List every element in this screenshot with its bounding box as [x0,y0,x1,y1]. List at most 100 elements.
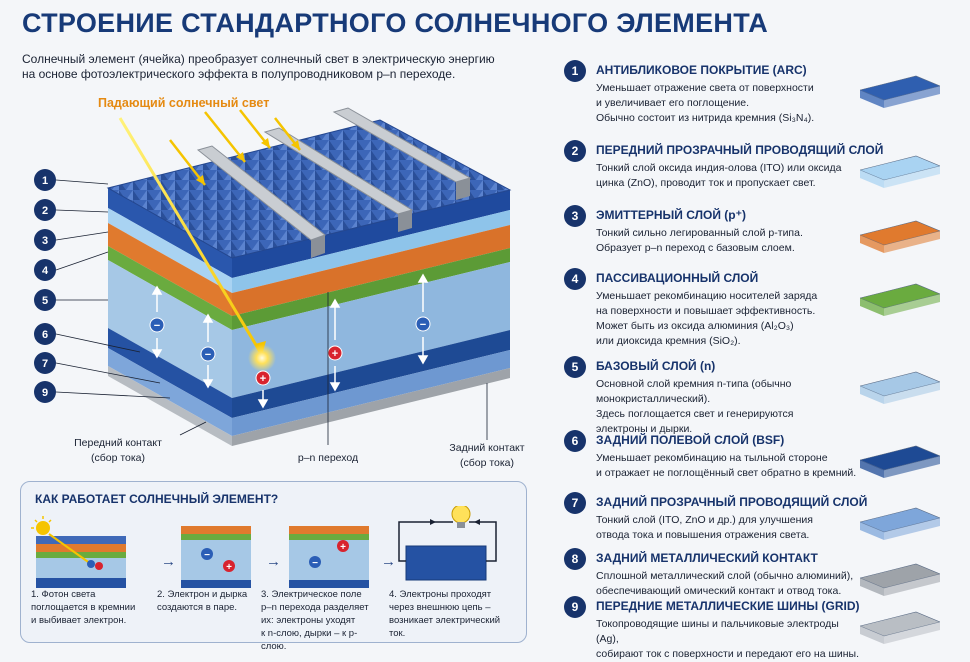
layer-badge-number: 4 [42,265,49,277]
legend-description-line: Обычно состоит из нитрида кремния (Si₃N₄… [596,112,815,124]
pn-junction-label: p–n переход [298,452,358,464]
how-step-line: поглощается в кремнии [31,602,136,613]
legend-title: ПЕРЕДНИЙ ПРОЗРАЧНЫЙ ПРОВОДЯЩИЙ СЛОЙ [596,143,884,157]
legend-description-line: Образует p–n переход с базовым слоем. [596,242,795,254]
legend-description-line: на поверхности и повышает эффективность. [596,305,816,317]
legend-layer-swatch [860,507,940,540]
legend-number-badge: 8 [564,548,586,570]
step-4-illustration [398,506,497,581]
legend-description-line: электроны и дырки. [596,423,693,435]
how-step-line: p–n перехода разделяет [261,602,369,613]
layer-badge [34,229,56,251]
legend-description: Уменьшает отражение света от поверхности… [596,81,861,126]
how-it-works-title: КАК РАБОТАЕТ СОЛНЕЧНЫЙ ЭЛЕМЕНТ? [35,492,279,506]
legend-title: ЗАДНИЙ ПРОЗРАЧНЫЙ ПРОВОДЯЩИЙ СЛОЙ [596,495,868,509]
how-step-text: 3. Электрическое поле p–n перехода раздел… [261,588,376,653]
layer-badge-number: 5 [42,295,48,307]
legend-layer-swatch [860,75,940,108]
legend-number-badge: 9 [564,596,586,618]
sunlight-label: Падающий солнечный свет [98,96,269,110]
hole-symbol: + [340,542,346,553]
legend-description-line: и отражает не поглощённый свет обратно в… [596,467,857,479]
how-step-line: 1. Фотон света [31,589,96,600]
legend-description-line: Сплошной металлический слой (обычно алюм… [596,570,854,582]
legend-title: ПЕРЕДНИЕ МЕТАЛЛИЧЕСКИЕ ШИНЫ (GRID) [596,599,860,613]
front-contact-label: Передний контакт [74,437,162,449]
legend-description: Тонкий слой (ITO, ZnO и др.) для улучшен… [596,513,861,543]
block-right-side [232,190,510,446]
legend-title: ЗАДНИЙ ПОЛЕВОЙ СЛОЙ (BSF) [596,433,785,447]
layer-badge-number: 7 [42,358,48,370]
legend-description-line: Уменьшает рекомбинацию носителей заряда [596,290,818,302]
legend-description-line: цинка (ZnO), проводит ток и пропускает с… [596,177,816,189]
legend-number-badge: 4 [564,268,586,290]
legend-description-line: Тонкий сильно легированный слой p-типа. [596,227,803,239]
how-step-line: возникает электрический ток. [389,615,501,639]
legend-description-line: Уменьшает отражение света от поверхности [596,82,814,94]
how-step-line: их: электроны уходят [261,615,356,626]
legend-title: АНТИБЛИКОВОЕ ПОКРЫТИЕ (ARC) [596,63,807,77]
layer-badge-number: 9 [42,387,48,399]
sunlight-beams [118,109,301,372]
legend-title: ПАССИВАЦИОННЫЙ СЛОЙ [596,271,759,285]
legend-layer-swatch [860,220,940,253]
block-front-side [108,188,232,446]
hole-symbol: + [260,373,266,385]
legend-title: ЭМИТТЕРНЫЙ СЛОЙ (p⁺) [596,208,746,222]
how-step-line: 4. Электроны проходят [389,589,492,600]
front-contact-sublabel: (сбор тока) [91,452,145,464]
layer-badge-number: 2 [42,205,48,217]
electron-symbol: − [312,558,318,569]
layer-badge [34,199,56,221]
electron-symbol: − [154,320,160,332]
layer-badge [34,289,56,311]
legend-description-line: Тонкий слой (ITO, ZnO и др.) для улучшен… [596,514,813,526]
legend-description-line: и увеличивает его поглощение. [596,97,750,109]
legend-number-badge: 1 [564,60,586,82]
how-it-works-illustrations: → − + → − + → [31,506,497,588]
page-title: СТРОЕНИЕ СТАНДАРТНОГО СОЛНЕЧНОГО ЭЛЕМЕНТ… [22,8,769,38]
back-contact-sublabel: (сбор тока) [460,457,514,469]
charge-carriers: − − + + − [149,273,431,409]
legend-number-badge: 2 [564,140,586,162]
intro-line-2: на основе фотоэлектрического эффекта в п… [22,67,456,81]
layer-badge-number: 1 [42,175,48,187]
electron-symbol: − [420,319,426,331]
front-metal-grid-bars [196,107,472,258]
how-it-works-panel: КАК РАБОТАЕТ СОЛНЕЧНЫЙ ЭЛЕМЕНТ? → [20,481,527,652]
step-arrow-2: → [266,553,281,570]
how-step-line: 3. Электрическое поле [261,589,362,600]
cell-cross-section-diagram: Падающий солнечный свет − − + + − [34,96,525,469]
step-2-illustration: − + [181,526,251,588]
legend-description: Уменьшает рекомбинацию носителей заряда н… [596,289,861,349]
step-arrow-3: → [381,553,396,570]
legend-number-badge: 7 [564,492,586,514]
legend-description-line: Здесь поглощается свет и генерируются [596,408,794,420]
legend-title: БАЗОВЫЙ СЛОЙ (n) [596,359,716,373]
how-step-line: создаются в паре. [157,602,238,613]
step-3-illustration: − + [289,526,369,588]
hole-symbol: + [332,348,338,360]
step-arrow-1: → [161,553,176,570]
legend-description: Тонкий сильно легированный слой p-типа. О… [596,226,861,256]
legend-number-badge: 3 [564,205,586,227]
hole-symbol: + [226,562,232,573]
how-step-line: через внешнюю цепь – [389,602,491,613]
legend-description: Сплошной металлический слой (обычно алюм… [596,569,861,599]
intro-line-1: Солнечный элемент (ячейка) преобразует с… [22,52,495,66]
layer-badge [34,259,56,281]
legend-layer-swatch [860,155,940,188]
legend-layer-swatch [860,563,940,596]
legend-layer-swatch [860,611,940,644]
electron-symbol: − [205,349,211,361]
legend-number-badge: 5 [564,356,586,378]
layer-badge [34,381,56,403]
legend-description: Токопроводящие шины и пальчиковые электр… [596,617,861,662]
layer-badge-number: 6 [42,329,48,341]
layer-badge [34,352,56,374]
intro-text: Солнечный элемент (ячейка) преобразует с… [22,52,542,82]
legend-layer-swatch [860,283,940,316]
